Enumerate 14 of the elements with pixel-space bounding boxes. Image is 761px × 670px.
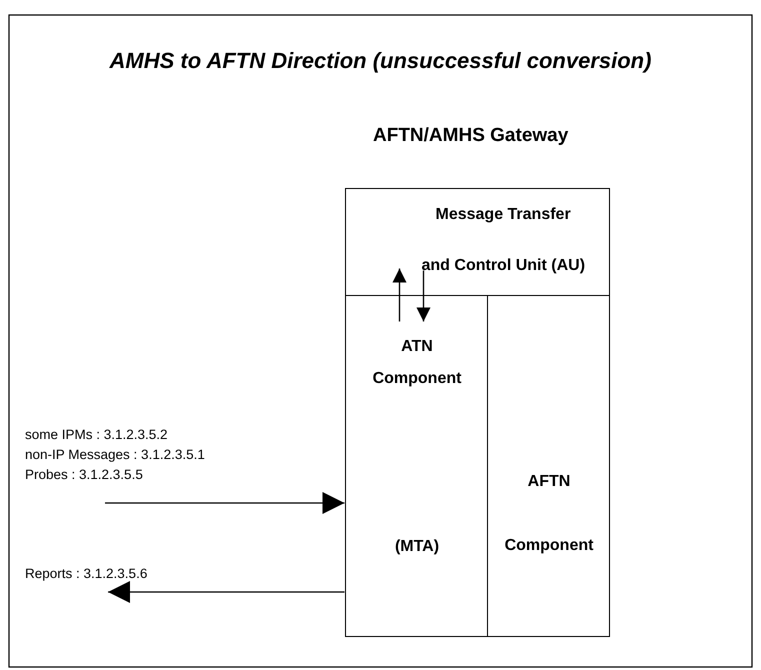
message-label: non-IP Messages : 3.1.2.3.5.1	[25, 447, 205, 462]
arrow	[108, 581, 344, 603]
message-label: some IPMs : 3.1.2.3.5.2	[25, 427, 168, 442]
component-label: ATN Component	[372, 336, 462, 388]
message-label: Probes : 3.1.2.3.5.5	[25, 467, 143, 482]
component-label: (MTA)	[394, 538, 440, 556]
arrow	[416, 270, 430, 322]
component-label: AFTN Component	[504, 472, 594, 556]
arrow	[105, 492, 344, 514]
arrow	[392, 268, 406, 322]
unit-label: Message Transfer and Control Unit (AU)	[420, 204, 586, 276]
gateway-heading: AFTN/AMHS Gateway	[373, 125, 568, 147]
message-label: Reports : 3.1.2.3.5.6	[25, 566, 148, 581]
diagram-title: AMHS to AFTN Direction (unsuccessful conversion)	[108, 48, 652, 74]
